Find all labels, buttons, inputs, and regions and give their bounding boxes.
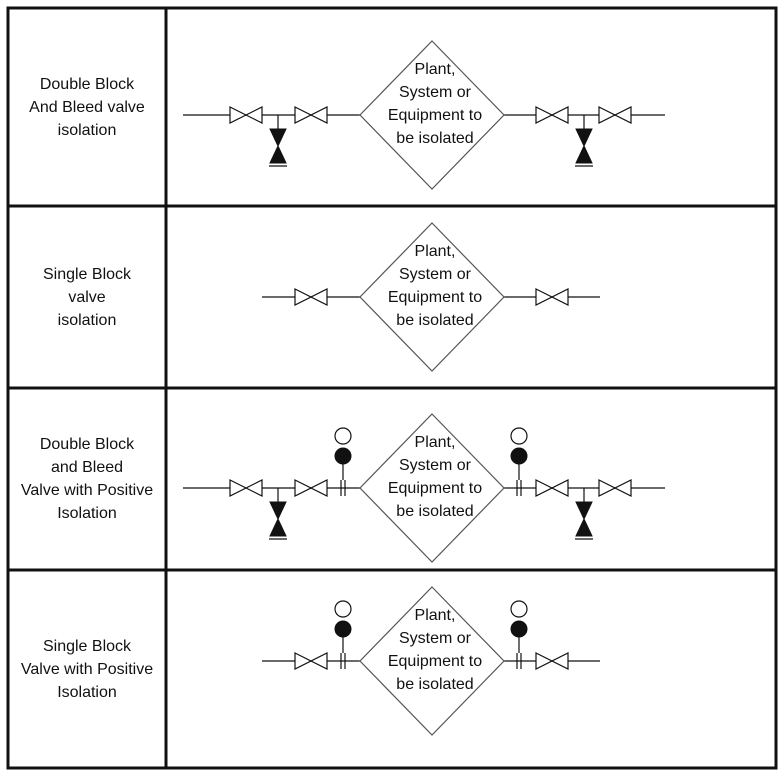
gate-valve-icon (598, 106, 632, 124)
equipment-label-line: Equipment to (388, 289, 482, 306)
spectacle-blind-open-icon (510, 427, 528, 445)
gate-valve-icon (294, 106, 328, 124)
gate-valve-icon (294, 479, 328, 497)
spectacle-blind-open-icon (334, 427, 352, 445)
bleed-valve-icon (269, 501, 287, 537)
spectacle-blind-closed-icon (334, 620, 352, 638)
spectacle-blind-closed-icon (334, 447, 352, 465)
equipment-label-line: Plant, (415, 61, 456, 78)
bleed-valve-icon (575, 128, 593, 164)
equipment-diamond (359, 413, 505, 563)
spectacle-blind-closed-icon (510, 620, 528, 638)
gate-valve-icon (294, 652, 328, 670)
equipment-label-line: be isolated (396, 312, 473, 329)
gate-valve-icon (535, 479, 569, 497)
row-label-single-block-positive: Single Block Valve with Positive Isolati… (20, 637, 154, 701)
gate-valve-icon (598, 479, 632, 497)
equipment-label-line: be isolated (396, 130, 473, 147)
equipment-label: Plant, System or Equipment to be isolated (388, 243, 482, 329)
spectacle-blind-open-icon (334, 600, 352, 618)
equipment-label-line: System or (399, 266, 472, 283)
row-label-double-block-bleed: Double Block And Bleed valve isolation (29, 75, 145, 139)
equipment-label-line: Plant, (415, 607, 456, 624)
equipment-label-line: Equipment to (388, 107, 482, 124)
bleed-valve-icon (269, 128, 287, 164)
row-label-cell-1: Double Block And Bleed valve isolation (8, 8, 166, 206)
equipment-label-line: Plant, (415, 243, 456, 260)
row-label-cell-3: Double Block and Bleed Valve with Positi… (8, 388, 166, 570)
row-label-cell-2: Single Block valve isolation (8, 206, 166, 388)
equipment-label: Plant, System or Equipment to be isolated (388, 434, 482, 520)
row-label-double-block-bleed-positive: Double Block and Bleed Valve with Positi… (20, 436, 154, 522)
equipment-label-line: System or (399, 457, 472, 474)
row-label-cell-4: Single Block Valve with Positive Isolati… (8, 570, 166, 768)
equipment-label-line: Equipment to (388, 653, 482, 670)
spectacle-blind-open-icon (510, 600, 528, 618)
gate-valve-icon (535, 106, 569, 124)
equipment-label-line: System or (399, 630, 472, 647)
equipment-diamond (359, 222, 505, 372)
spectacle-blind-closed-icon (510, 447, 528, 465)
gate-valve-icon (535, 288, 569, 306)
gate-valve-icon (294, 288, 328, 306)
gate-valve-icon (535, 652, 569, 670)
equipment-label: Plant, System or Equipment to be isolated (388, 61, 482, 147)
equipment-label-line: be isolated (396, 503, 473, 520)
gate-valve-icon (229, 106, 263, 124)
equipment-diamond (359, 40, 505, 190)
equipment-label-line: Equipment to (388, 480, 482, 497)
gate-valve-icon (229, 479, 263, 497)
bleed-valve-icon (575, 501, 593, 537)
equipment-label-line: Plant, (415, 434, 456, 451)
row-label-single-block: Single Block valve isolation (42, 265, 132, 329)
equipment-label: Plant, System or Equipment to be isolated (388, 607, 482, 693)
equipment-label-line: be isolated (396, 676, 473, 693)
equipment-label-line: System or (399, 84, 472, 101)
equipment-diamond (359, 586, 505, 736)
